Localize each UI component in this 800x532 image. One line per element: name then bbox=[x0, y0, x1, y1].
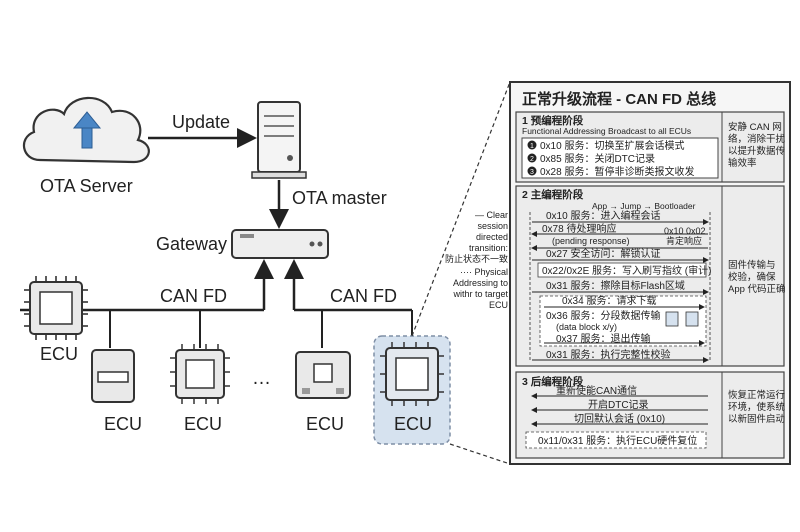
ecu-chip-icon bbox=[170, 344, 230, 404]
ota-server-cloud bbox=[23, 96, 150, 164]
svg-text:重新使能CAN通信: 重新使能CAN通信 bbox=[556, 384, 637, 397]
ecu-label-5: ECU bbox=[394, 414, 432, 434]
svg-text:0x10 服务：进入编程会话: 0x10 服务：进入编程会话 bbox=[546, 209, 660, 222]
svg-text:0x37 服务：退出传输: 0x37 服务：退出传输 bbox=[556, 332, 650, 345]
svg-text:0x22/0x2E 服务：写入刷写指纹 (审计): 0x22/0x2E 服务：写入刷写指纹 (审计) bbox=[542, 264, 711, 277]
svg-text:固件传输与: 固件传输与 bbox=[728, 259, 776, 271]
svg-text:(pending response): (pending response) bbox=[552, 236, 630, 246]
ecu-chip-icon bbox=[24, 276, 88, 340]
svg-text:ECU: ECU bbox=[489, 300, 508, 310]
svg-text:1 预编程阶段: 1 预编程阶段 bbox=[522, 114, 584, 127]
svg-text:0x36 服务：分段数据传输: 0x36 服务：分段数据传输 bbox=[546, 309, 660, 322]
svg-text:防止状态不一致: 防止状态不一致 bbox=[445, 253, 508, 264]
svg-text:App 代码正确: App 代码正确 bbox=[728, 283, 786, 295]
svg-text:withr to target: withr to target bbox=[452, 289, 508, 299]
svg-text:环境，使系统: 环境，使系统 bbox=[728, 401, 786, 413]
can-fd-right-label: CAN FD bbox=[330, 286, 397, 306]
svg-text:校验，确保: 校验，确保 bbox=[728, 271, 776, 283]
ota-master-server-icon bbox=[251, 101, 307, 179]
svg-text:0x85 服务：关闭DTC记录: 0x85 服务：关闭DTC记录 bbox=[540, 152, 655, 165]
main-programming-section: 2 主编程阶段 App → Jump → Bootloader 0x10 服务：… bbox=[515, 185, 786, 367]
can-fd-left-label: CAN FD bbox=[160, 286, 227, 306]
ecu-label-3: ECU bbox=[184, 414, 222, 434]
physical-addressing-note: ···· Physical Addressing to withr to tar… bbox=[452, 267, 508, 310]
ota-server-label: OTA Server bbox=[40, 176, 133, 196]
update-label: Update bbox=[172, 112, 230, 132]
svg-text:directed: directed bbox=[476, 232, 508, 242]
svg-text:肯定响应: 肯定响应 bbox=[666, 235, 702, 246]
svg-text:0x27 安全访问：解锁认证: 0x27 安全访问：解锁认证 bbox=[546, 247, 660, 260]
pre-programming-section: 1 预编程阶段 Functional Addressing Broadcast … bbox=[515, 111, 786, 183]
svg-text:0x31 服务：擦除目标Flash区域: 0x31 服务：擦除目标Flash区域 bbox=[546, 279, 685, 292]
svg-text:2 主编程阶段: 2 主编程阶段 bbox=[522, 188, 584, 201]
ecu-ellipsis: … bbox=[252, 368, 271, 389]
svg-text:以提升数据传: 以提升数据传 bbox=[728, 145, 786, 157]
zoom-line-bottom bbox=[449, 443, 511, 465]
svg-text:以新固件启动: 以新固件启动 bbox=[728, 413, 785, 425]
svg-text:3 后编程阶段: 3 后编程阶段 bbox=[522, 375, 584, 388]
data-block-icon bbox=[685, 311, 699, 327]
svg-text:0x78 待处理响应: 0x78 待处理响应 bbox=[542, 222, 616, 235]
svg-text:2: 2 bbox=[530, 156, 534, 163]
svg-text:0x34 服务：请求下载: 0x34 服务：请求下载 bbox=[562, 294, 656, 307]
svg-text:0x11/0x31 服务：执行ECU硬件复位: 0x11/0x31 服务：执行ECU硬件复位 bbox=[538, 434, 697, 447]
ecu-module-icon bbox=[91, 349, 135, 403]
clear-session-note: — Clear session directed transition: 防止状… bbox=[445, 210, 508, 264]
panel-title: 正常升级流程 - CAN FD 总线 bbox=[522, 90, 716, 108]
svg-text:···· Physical: ···· Physical bbox=[460, 267, 508, 277]
post-programming-section: 3 后编程阶段 重新使能CAN通信 开启DTC记录 切回默认会话 (0x10) … bbox=[515, 371, 786, 459]
ecu-label-2: ECU bbox=[104, 414, 142, 434]
svg-text:安静 CAN 网: 安静 CAN 网 bbox=[728, 121, 782, 133]
svg-text:3: 3 bbox=[530, 169, 534, 176]
upload-arrow-icon bbox=[72, 111, 102, 149]
svg-text:0x31 服务：执行完整性校验: 0x31 服务：执行完整性校验 bbox=[546, 348, 670, 361]
ota-master-label: OTA master bbox=[292, 188, 387, 208]
svg-text:session: session bbox=[477, 221, 508, 231]
ecu-label-4: ECU bbox=[306, 414, 344, 434]
gateway-label: Gateway bbox=[156, 234, 227, 254]
svg-text:Addressing to: Addressing to bbox=[453, 278, 508, 288]
svg-text:(data block x/y): (data block x/y) bbox=[556, 322, 617, 332]
svg-text:0x28 服务：暂停非诊断类报文收发: 0x28 服务：暂停非诊断类报文收发 bbox=[540, 165, 694, 178]
svg-text:切回默认会话 (0x10): 切回默认会话 (0x10) bbox=[574, 412, 665, 425]
svg-text:App → Jump → Bootloader: App → Jump → Bootloader bbox=[592, 201, 696, 211]
ecu-label-1: ECU bbox=[40, 344, 78, 364]
svg-text:恢复正常运行: 恢复正常运行 bbox=[728, 389, 786, 401]
svg-text:输效率: 输效率 bbox=[728, 157, 757, 169]
svg-text:transition:: transition: bbox=[469, 243, 508, 253]
svg-text:开启DTC记录: 开启DTC记录 bbox=[588, 398, 649, 411]
svg-text:0x10 0x02: 0x10 0x02 bbox=[664, 226, 706, 236]
zoom-line-top bbox=[411, 81, 511, 337]
ecu-board-icon bbox=[295, 351, 351, 399]
svg-text:— Clear: — Clear bbox=[475, 210, 508, 220]
svg-text:Functional Addressing Broadcas: Functional Addressing Broadcast to all E… bbox=[522, 126, 691, 136]
svg-text:络，消除干扰: 络，消除干扰 bbox=[728, 133, 786, 145]
target-ecu-highlight bbox=[373, 335, 451, 445]
svg-text:0x10 服务：切换至扩展会话模式: 0x10 服务：切换至扩展会话模式 bbox=[540, 139, 684, 152]
gateway-device-icon bbox=[231, 229, 329, 259]
data-block-icon bbox=[665, 311, 679, 327]
svg-text:1: 1 bbox=[530, 143, 534, 150]
